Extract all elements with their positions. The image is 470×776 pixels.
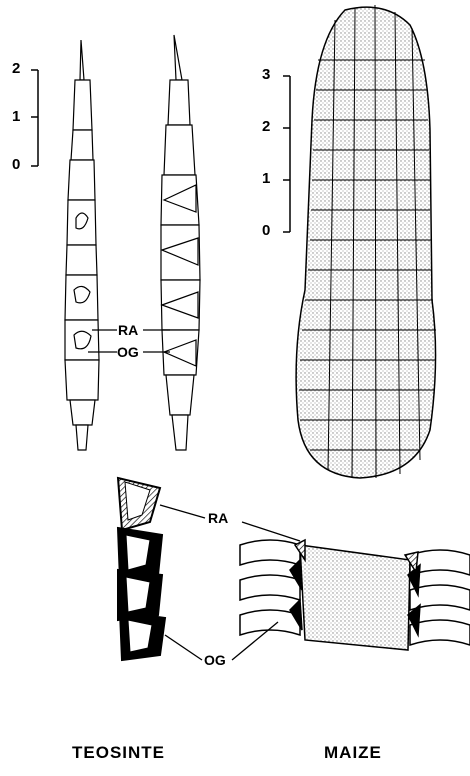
maize-scale-tick-3: 3	[262, 66, 270, 83]
maize-ear	[296, 5, 436, 478]
maize-section	[240, 540, 470, 650]
teosinte-scale-tick-0: 0	[12, 156, 20, 173]
caption-teosinte: TEOSINTE	[72, 743, 165, 763]
maize-scale-tick-0: 0	[262, 222, 270, 239]
teosinte-ear-front	[65, 40, 99, 450]
maize-scale-bar	[283, 76, 290, 232]
teosinte-scale-tick-2: 2	[12, 60, 20, 77]
teosinte-scale-bar	[31, 70, 38, 166]
og-label-top: OG	[117, 344, 139, 360]
og-label-bottom: OG	[204, 652, 226, 668]
ra-label-bottom: RA	[208, 510, 228, 526]
ra-leader-bottom	[160, 505, 300, 541]
teosinte-scale-tick-1: 1	[12, 108, 20, 125]
teosinte-ear-side	[161, 35, 200, 450]
ra-label-top: RA	[118, 322, 138, 338]
teosinte-section	[118, 478, 165, 660]
maize-scale-tick-1: 1	[262, 170, 270, 187]
maize-scale-tick-2: 2	[262, 118, 270, 135]
caption-maize: MAIZE	[324, 743, 382, 763]
